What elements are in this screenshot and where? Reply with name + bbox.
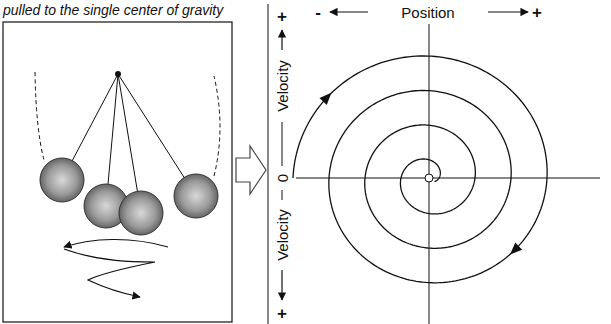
hollow-arrow [236, 146, 266, 194]
pendulum-bob [119, 191, 163, 235]
pendulum [35, 71, 220, 297]
pendulum-bob [40, 158, 84, 202]
axis-title: Position [400, 5, 455, 20]
illustration-frame [3, 22, 232, 322]
axis-zero: 0 [275, 173, 290, 183]
axis-title: Velocity [275, 59, 290, 113]
axis-dash [282, 190, 283, 200]
axis-title: Velocity [275, 208, 290, 262]
axis-direction-arrow [330, 11, 368, 12]
phase-plot [268, 4, 600, 324]
axis-direction-arrow [281, 30, 282, 50]
axis-direction-arrow [281, 270, 282, 300]
spiral-arrowhead [507, 243, 523, 259]
swing-arc [214, 76, 220, 176]
equilibrium-point [425, 174, 433, 182]
caption: pulled to the single center of gravity [2, 3, 224, 17]
swing-arc [35, 72, 44, 160]
phase-spiral [293, 56, 547, 283]
position-axis [296, 178, 600, 179]
axis-direction-arrow [488, 11, 528, 12]
axis-sign: + [531, 4, 543, 21]
swing-arrow [64, 249, 155, 297]
axis-sign: - [314, 4, 322, 21]
axis-dash [282, 122, 283, 166]
swing-arrow [64, 239, 168, 247]
axis-sign: + [276, 305, 288, 322]
axis-sign: + [276, 8, 288, 25]
spiral-arrowhead [319, 89, 335, 105]
panel-edge [268, 4, 269, 324]
pendulum-bob [174, 174, 218, 218]
pivot [115, 71, 121, 77]
